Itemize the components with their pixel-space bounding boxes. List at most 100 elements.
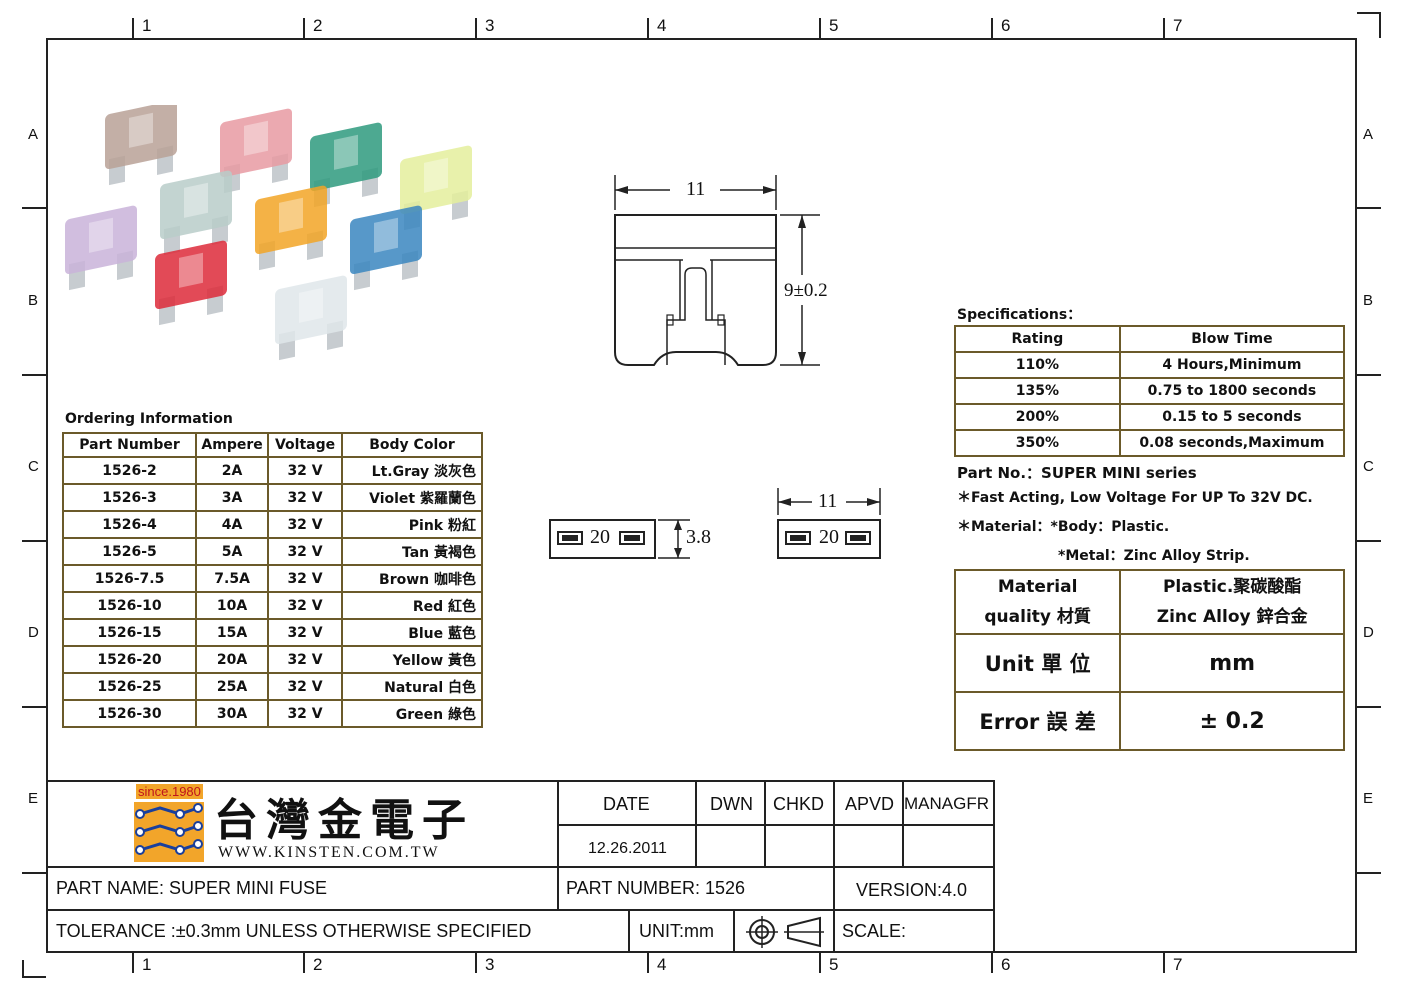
ordering-cell: 15A: [195, 618, 270, 647]
error-value: ± 0.2: [1119, 691, 1345, 751]
zone-letter: D: [28, 624, 39, 641]
spec-header-cell: Blow Time: [1118, 325, 1346, 353]
zone-tick: [132, 18, 134, 38]
zone-number: 7: [1173, 955, 1183, 974]
date-label: DATE: [603, 794, 650, 814]
zone-letter: E: [1363, 790, 1374, 807]
zone-tick: [475, 953, 477, 973]
unit-label: Unit 單 位: [953, 633, 1122, 693]
ordering-cell: 32 V: [267, 483, 344, 512]
zone-letter: B: [1363, 292, 1374, 309]
ordering-cell: 1526-3: [61, 483, 198, 512]
since-badge: since.1980: [136, 784, 203, 799]
fuse-product-photo: [65, 105, 472, 361]
spec-cell: 350%: [954, 429, 1121, 457]
ordering-header-cell: Ampere: [195, 432, 270, 458]
ordering-cell: Blue 藍色: [341, 618, 483, 647]
ordering-cell: Red 紅色: [341, 591, 483, 620]
width-dimension-label: 11: [686, 178, 706, 200]
ordering-cell: Brown 咖啡色: [341, 564, 483, 593]
ordering-cell: 32 V: [267, 537, 344, 566]
ordering-cell: 1526-10: [61, 591, 198, 620]
spec-cell: 0.15 to 5 seconds: [1118, 403, 1346, 431]
kinsten-logo-icon: [134, 802, 204, 862]
zone-tick: [1357, 207, 1381, 209]
note-material-body: ＊Material：*Body：Plastic.: [957, 519, 1170, 535]
part-name: PART NAME: SUPER MINI FUSE: [56, 878, 328, 898]
fuse-photo-item: [255, 185, 327, 271]
ordering-cell: Green 綠色: [341, 699, 483, 728]
side-view-label: 20: [819, 526, 839, 548]
fuse-technical-drawing: [549, 175, 881, 559]
ordering-cell: 4A: [195, 510, 270, 539]
zone-tick: [991, 18, 993, 38]
ordering-cell: 1526-30: [61, 699, 198, 728]
tolerance-note: TOLERANCE :±0.3mm UNLESS OTHERWISE SPECI…: [56, 921, 532, 941]
zone-letter: A: [1363, 126, 1374, 143]
fuse-photo-item: [155, 240, 227, 326]
zone-tick: [132, 953, 134, 973]
fuse-photo-item: [350, 205, 422, 291]
zone-tick: [819, 18, 821, 38]
company-name: 台灣金電子: [214, 795, 474, 846]
spec-cell: 200%: [954, 403, 1121, 431]
ordering-cell: Violet 紫羅蘭色: [341, 483, 483, 512]
ordering-header-cell: Part Number: [61, 432, 198, 458]
zone-number: 2: [313, 955, 323, 974]
table-row: 110%4 Hours,Minimum: [954, 351, 1346, 379]
spec-header-cell: Rating: [954, 325, 1121, 353]
chkd-label: CHKD: [773, 794, 825, 814]
managfr-label: MANAGFR: [904, 794, 989, 813]
ordering-cell: 32 V: [267, 456, 344, 485]
ordering-cell: Lt.Gray 淡灰色: [341, 456, 483, 485]
scale-label: SCALE:: [842, 921, 907, 941]
ordering-cell: 2A: [195, 456, 270, 485]
unit-value: mm: [1119, 633, 1345, 693]
ordering-cell: 30A: [195, 699, 270, 728]
zone-tick: [303, 18, 305, 38]
part-number: PART NUMBER: 1526: [566, 878, 746, 898]
spec-cell: 135%: [954, 377, 1121, 405]
zone-number: 5: [829, 16, 839, 35]
zone-number: 7: [1173, 16, 1183, 35]
zone-tick: [1357, 540, 1381, 542]
ordering-title: Ordering Information: [65, 411, 233, 427]
ordering-cell: Tan 黃褐色: [341, 537, 483, 566]
zone-number: 1: [142, 955, 152, 974]
zone-tick: [1357, 872, 1381, 874]
zone-tick: [303, 953, 305, 973]
ordering-cell: 10A: [195, 591, 270, 620]
spec-cell: 0.75 to 1800 seconds: [1118, 377, 1346, 405]
corner-mark: [22, 976, 46, 978]
ordering-cell: 32 V: [267, 618, 344, 647]
table-row: 350%0.08 seconds,Maximum: [954, 429, 1346, 457]
quality-value-line1: Plastic.聚碳酸酯: [1162, 577, 1302, 597]
ordering-cell: 1526-2: [61, 456, 198, 485]
zone-tick: [1163, 18, 1165, 38]
zone-tick: [991, 953, 993, 973]
quality-label-line2: quality 材質: [984, 607, 1091, 627]
ordering-cell: 7.5A: [195, 564, 270, 593]
fuse-photo-item: [65, 205, 137, 291]
zone-letter: E: [28, 790, 39, 807]
ordering-cell: 1526-7.5: [61, 564, 198, 593]
specifications-title: Specifications：: [957, 307, 1082, 323]
unit-note: UNIT:mm: [639, 921, 714, 941]
side-view-label: 20: [590, 526, 610, 548]
ordering-cell: 25A: [195, 672, 270, 701]
ordering-cell: Yellow 黃色: [341, 645, 483, 674]
spec-cell: 4 Hours,Minimum: [1118, 351, 1346, 379]
spec-cell: 110%: [954, 351, 1121, 379]
table-row: 135%0.75 to 1800 seconds: [954, 377, 1346, 405]
dwn-label: DWN: [710, 794, 753, 814]
zone-letter: C: [28, 458, 39, 475]
ordering-cell: Natural 白色: [341, 672, 483, 701]
zone-number: 2: [313, 16, 323, 35]
drawing-frame: [46, 38, 1357, 953]
zone-letter: C: [1363, 458, 1374, 475]
